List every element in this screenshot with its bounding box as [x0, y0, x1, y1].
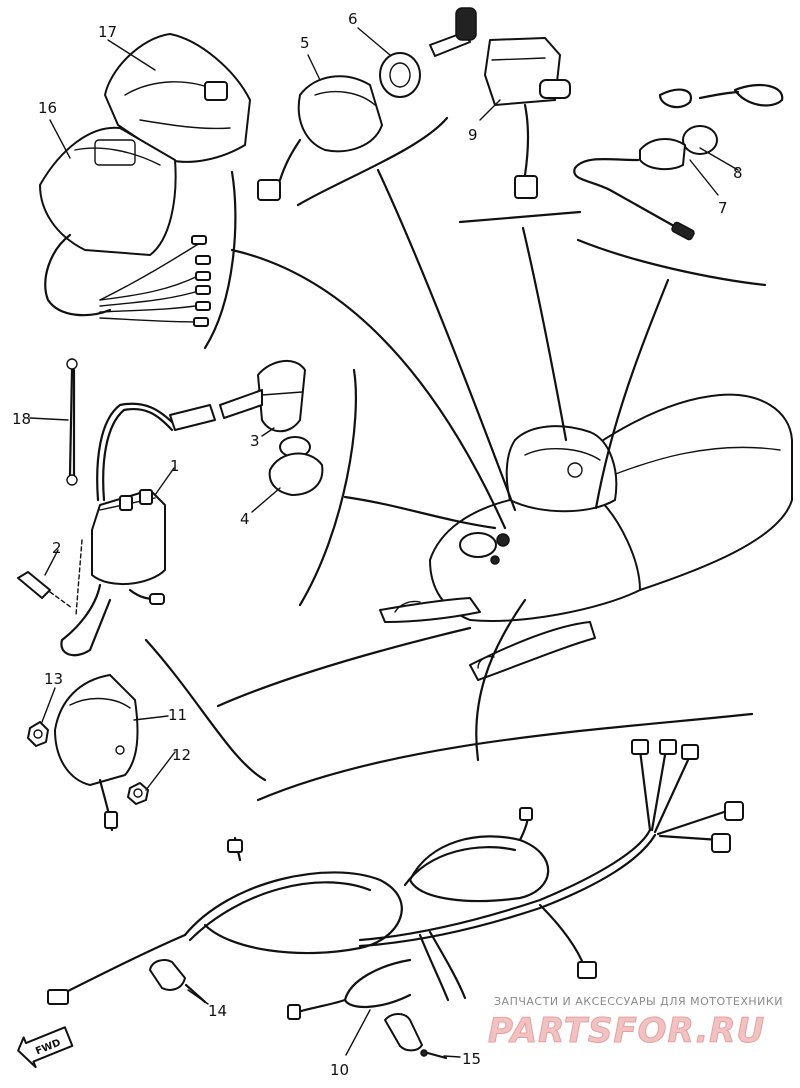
callout-8: 8	[733, 164, 743, 182]
part-9-relay	[484, 37, 571, 199]
part-15-clip	[384, 1013, 448, 1060]
callout-9: 9	[468, 126, 478, 144]
leader-lines	[144, 116, 767, 802]
callout-15: 15	[462, 1050, 481, 1068]
part-4-boot	[268, 436, 324, 496]
part-16-box	[39, 126, 211, 327]
callout-18: 18	[12, 410, 31, 428]
callout-16: 16	[38, 99, 57, 117]
parts-12-13-nuts	[27, 721, 149, 805]
part-6-key	[379, 7, 477, 98]
watermark-brand: PARTSFOR.RU	[488, 1011, 765, 1051]
watermark-tagline: ЗАПЧАСТИ И АКСЕССУАРЫ ДЛЯ МОТОТЕХНИКИ	[494, 995, 783, 1008]
part-1-coil	[60, 402, 216, 657]
callout-7: 7	[718, 199, 728, 217]
snowmobile-body	[379, 393, 793, 681]
callout-4: 4	[240, 510, 250, 528]
callout-numbers: 17 16 5 6 9 8 7 18 1 2 3 4 13 11 12 14 1…	[12, 10, 743, 1079]
callout-13: 13	[44, 670, 63, 688]
part-2-bolt	[17, 571, 73, 609]
callout-3: 3	[250, 432, 260, 450]
callout-14: 14	[208, 1002, 227, 1020]
callout-10: 10	[330, 1061, 349, 1079]
callout-leaders	[29, 27, 739, 1058]
callout-12: 12	[172, 746, 191, 764]
callout-5: 5	[300, 34, 310, 52]
part-18-strap	[66, 358, 78, 486]
watermark: ЗАПЧАСТИ И АКСЕССУАРЫ ДЛЯ МОТОТЕХНИКИ PA…	[488, 995, 783, 1052]
part-10-harness	[47, 739, 744, 1020]
callout-1: 1	[170, 457, 180, 475]
callout-6: 6	[348, 10, 358, 28]
part-17-cover	[104, 33, 251, 163]
part-5-switch	[257, 75, 383, 201]
forward-direction-marker: FWD	[17, 1026, 74, 1069]
part-7-8-switch	[573, 83, 784, 241]
callout-11: 11	[168, 706, 187, 724]
part-11-regulator	[54, 674, 139, 832]
part-3-plug-cap	[219, 360, 306, 433]
callout-17: 17	[98, 23, 117, 41]
callout-2: 2	[52, 539, 62, 557]
